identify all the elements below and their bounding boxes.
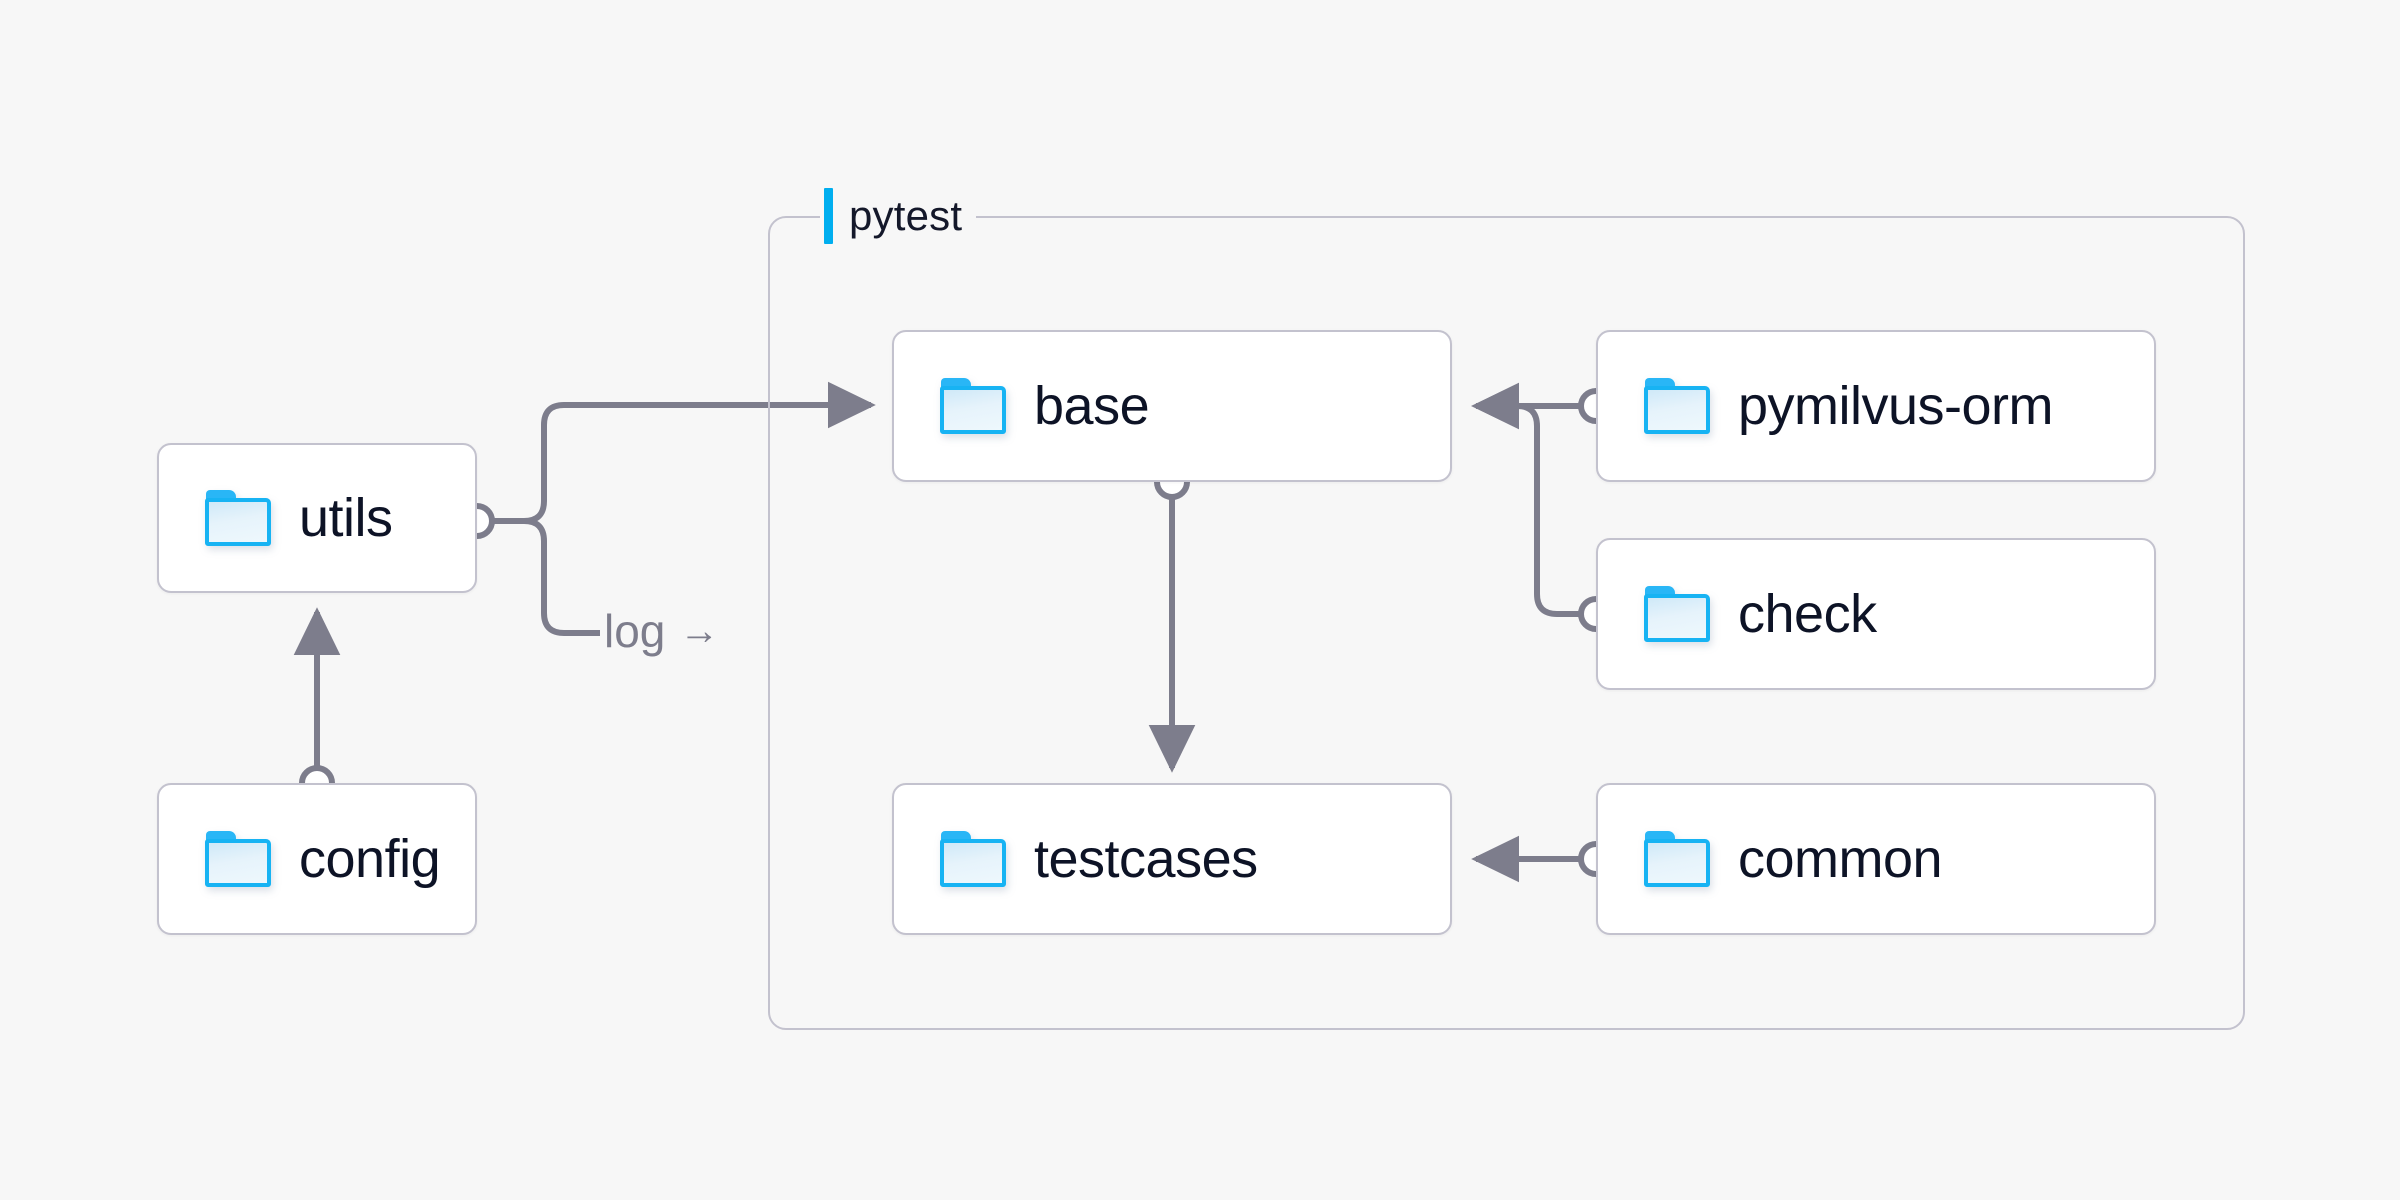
group-pytest-title: pytest (849, 192, 963, 239)
node-utils-label: utils (299, 488, 393, 548)
node-testcases-label: testcases (1034, 829, 1258, 889)
folder-icon (1644, 378, 1710, 434)
node-check[interactable]: check (1596, 538, 2156, 690)
node-testcases[interactable]: testcases (892, 783, 1452, 935)
folder-icon (1644, 586, 1710, 642)
node-config-label: config (299, 829, 441, 889)
node-base[interactable]: base (892, 330, 1452, 482)
edge-label-log-text: log (604, 605, 666, 657)
node-pymilvus-orm-label: pymilvus-orm (1738, 376, 2054, 436)
node-common[interactable]: common (1596, 783, 2156, 935)
folder-icon (940, 831, 1006, 887)
node-pymilvus-orm[interactable]: pymilvus-orm (1596, 330, 2156, 482)
edge-label-log: log → (604, 608, 719, 654)
edge-utils-to-log (523, 518, 600, 636)
arrow-right-icon: → (679, 609, 720, 653)
node-utils[interactable]: utils (157, 443, 477, 593)
node-base-label: base (1034, 376, 1150, 436)
folder-icon (205, 831, 271, 887)
node-config[interactable]: config (157, 783, 477, 935)
node-common-label: common (1738, 829, 1943, 889)
group-pytest-label: pytest (820, 188, 977, 244)
node-check-label: check (1738, 584, 1877, 644)
folder-icon (1644, 831, 1710, 887)
folder-icon (940, 378, 1006, 434)
group-accent-bar (824, 188, 833, 244)
group-pytest[interactable] (768, 216, 2245, 1030)
folder-icon (205, 490, 271, 546)
